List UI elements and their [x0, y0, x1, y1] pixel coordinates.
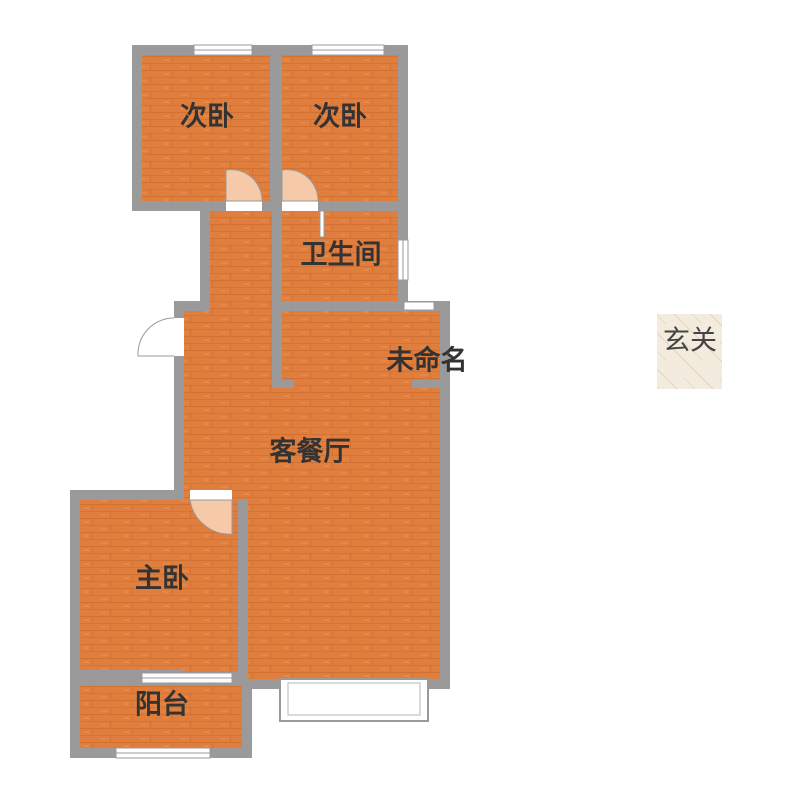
partition-unnamed-top	[272, 301, 440, 311]
floor-bathroom	[282, 211, 398, 301]
window-unnamed	[403, 301, 435, 311]
label-unnamed: 未命名	[387, 345, 468, 377]
bay-window	[279, 678, 429, 722]
label-bedroom2-right: 次卧	[313, 102, 367, 133]
windows	[115, 44, 435, 759]
floor-corridor	[210, 211, 272, 311]
partition-master-right	[238, 500, 248, 678]
door-entrance	[137, 317, 184, 357]
partition-unnamed-bottom	[272, 380, 294, 388]
label-living-dining: 客餐厅	[270, 436, 351, 468]
room-labels: 次卧 次卧 卫生间 未命名 客餐厅 主卧 阳台 玄关	[135, 102, 717, 721]
label-master-bedroom: 主卧	[135, 564, 189, 595]
floor-entrance-tile	[657, 314, 722, 389]
door-bathroom	[319, 210, 325, 238]
window-bedroom2-right	[311, 44, 385, 56]
door-master-bedroom	[189, 490, 233, 535]
partition-unnamed-bottom-right	[412, 380, 440, 388]
window-bedroom2-left	[193, 44, 253, 56]
doors	[137, 169, 325, 535]
wood-floors	[80, 55, 440, 748]
label-bathroom: 卫生间	[301, 240, 382, 271]
floor-balcony	[80, 686, 242, 748]
door-bedroom2-right	[281, 169, 319, 211]
label-entrance: 玄关	[663, 326, 717, 357]
window-bathroom	[397, 239, 409, 281]
window-balcony-bottom	[115, 747, 211, 759]
label-bedroom2-left: 次卧	[180, 102, 234, 133]
label-balcony: 阳台	[135, 689, 189, 721]
partition-bath-left	[272, 258, 282, 386]
door-bedroom2-left	[225, 169, 263, 211]
window-master-top	[141, 672, 233, 684]
